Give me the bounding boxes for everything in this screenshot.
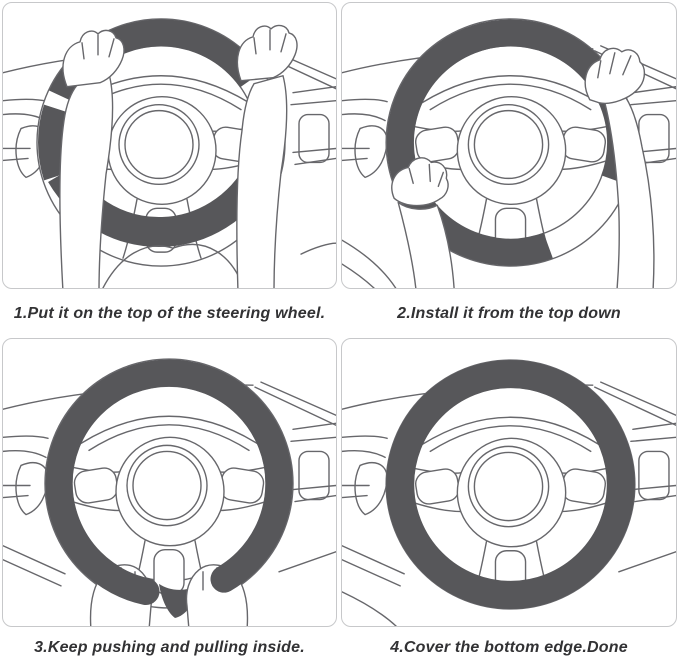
dashboard-background <box>3 45 336 255</box>
step-4-illustration <box>342 359 676 626</box>
step-3-illustration <box>3 358 336 626</box>
dashboard-background <box>342 45 676 288</box>
step-1-panel <box>2 2 337 289</box>
dashboard-background <box>3 381 336 587</box>
wheel-cover <box>386 360 635 609</box>
left-hand <box>391 157 455 288</box>
step-4-panel <box>341 338 677 627</box>
right-hand <box>236 24 298 288</box>
right-hand <box>584 47 655 288</box>
step-3-panel <box>2 338 337 627</box>
step-1-caption: 1.Put it on the top of the steering whee… <box>13 304 326 322</box>
step-1-illustration <box>3 18 336 288</box>
step-4-caption: 4.Cover the bottom edge.Done <box>390 639 628 656</box>
wheel-cover <box>45 359 293 606</box>
step-2-panel <box>341 2 677 289</box>
step-2-illustration <box>342 18 676 288</box>
step-3-caption: 3.Keep pushing and pulling inside. <box>34 639 305 656</box>
dashboard-background <box>342 381 676 626</box>
left-hand <box>59 29 125 288</box>
step-2-caption: 2.Install it from the top down <box>397 304 621 322</box>
